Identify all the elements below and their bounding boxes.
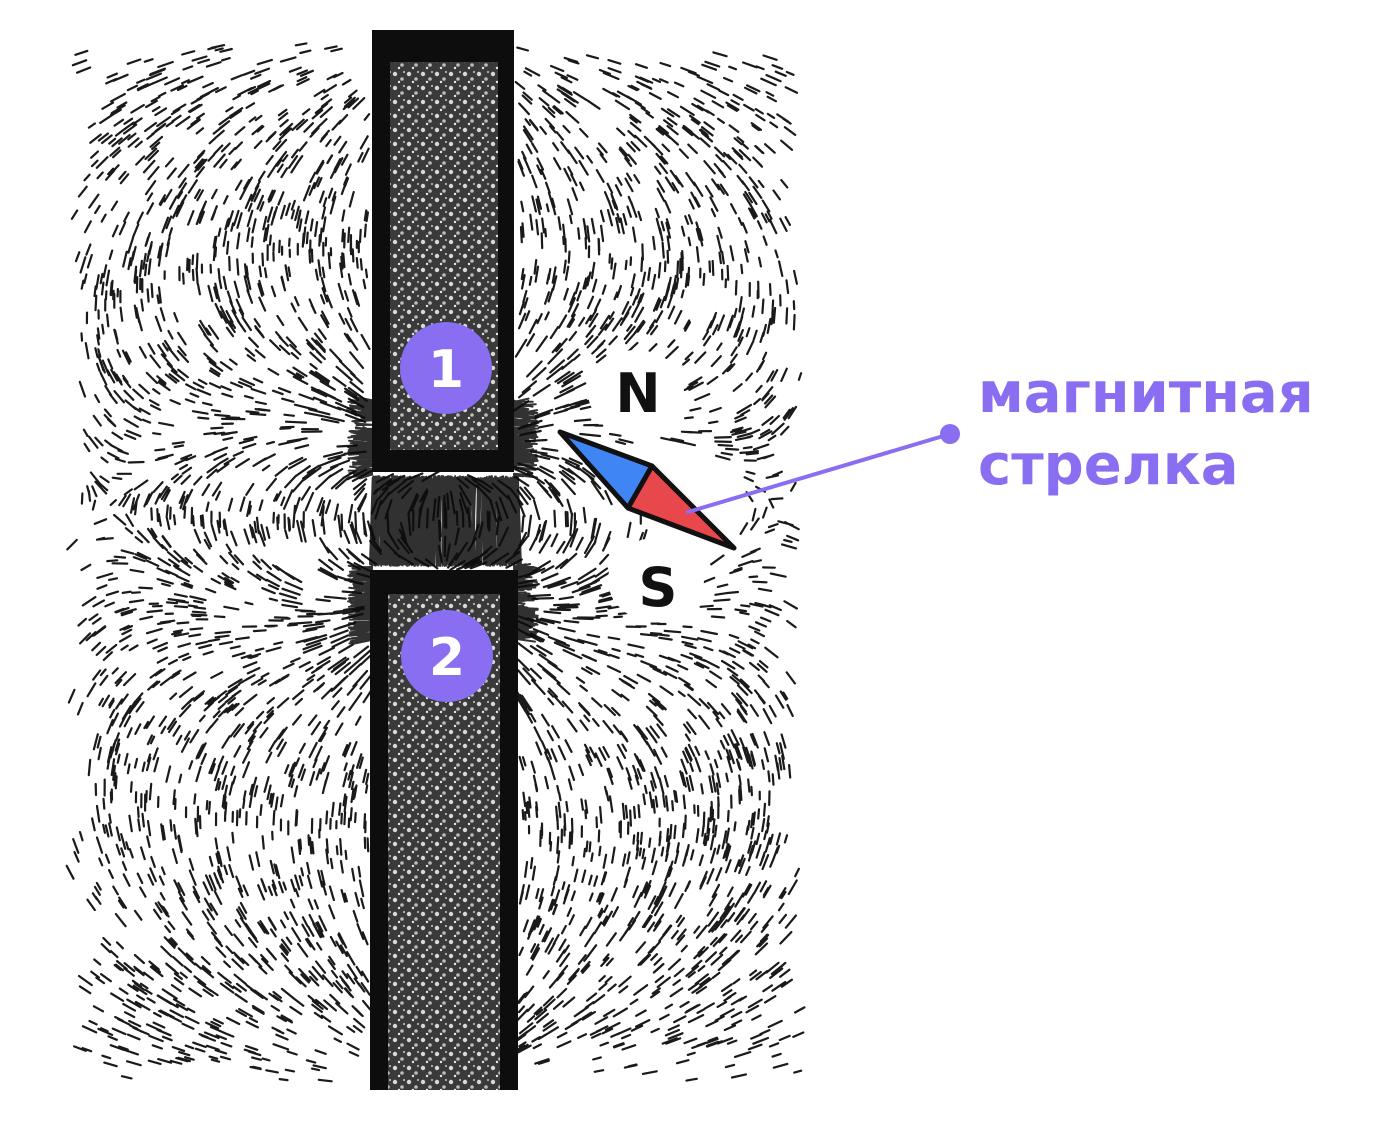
badge-circle: [400, 322, 492, 414]
magnet-1-badge: 1: [400, 322, 492, 414]
badge-circle: [401, 610, 493, 702]
magnet-2-badge: 2: [401, 610, 493, 702]
compass-needle-icon: [557, 429, 737, 551]
pole-filings-fringe: [347, 395, 539, 645]
needle-north-label: N: [615, 362, 660, 425]
needle-south-half: [625, 463, 737, 551]
iron-filings-field: [65, 42, 806, 1083]
magnet-2-label: 2: [429, 628, 465, 688]
needle-south-label: S: [639, 556, 678, 619]
magnet-1-label: 1: [428, 340, 464, 400]
callout-leader: [686, 424, 960, 514]
callout-line-1: магнитная: [978, 361, 1314, 426]
iron-filings: [65, 42, 806, 1083]
callout-line-2: стрелка: [978, 433, 1239, 498]
callout-dot: [940, 424, 960, 444]
